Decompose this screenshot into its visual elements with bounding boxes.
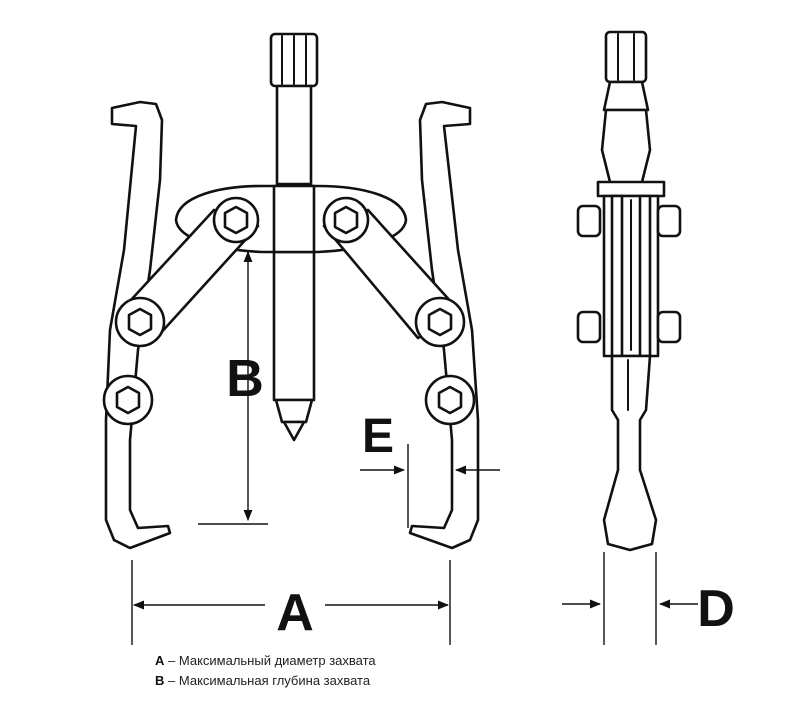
center-screw: [269, 32, 319, 442]
label-a: A: [276, 584, 314, 642]
dimension-a: A: [131, 560, 451, 645]
dimension-b: B: [198, 250, 268, 525]
side-view: [576, 30, 682, 552]
dimension-d: D: [562, 552, 735, 645]
front-view: [102, 32, 480, 550]
label-d: D: [697, 580, 735, 638]
legend-item-b: B – Максимальная глубина захвата: [155, 673, 370, 688]
label-b: B: [226, 350, 264, 408]
dimension-e: E: [360, 410, 500, 528]
label-e: E: [362, 410, 394, 463]
legend-text-b: – Максимальная глубина захвата: [168, 673, 371, 688]
legend-text-a: – Максимальный диаметр захвата: [168, 653, 376, 668]
legend-key-a: A: [155, 653, 165, 668]
legend-item-a: A – Максимальный диаметр захвата: [155, 653, 376, 668]
legend-key-b: B: [155, 673, 165, 688]
